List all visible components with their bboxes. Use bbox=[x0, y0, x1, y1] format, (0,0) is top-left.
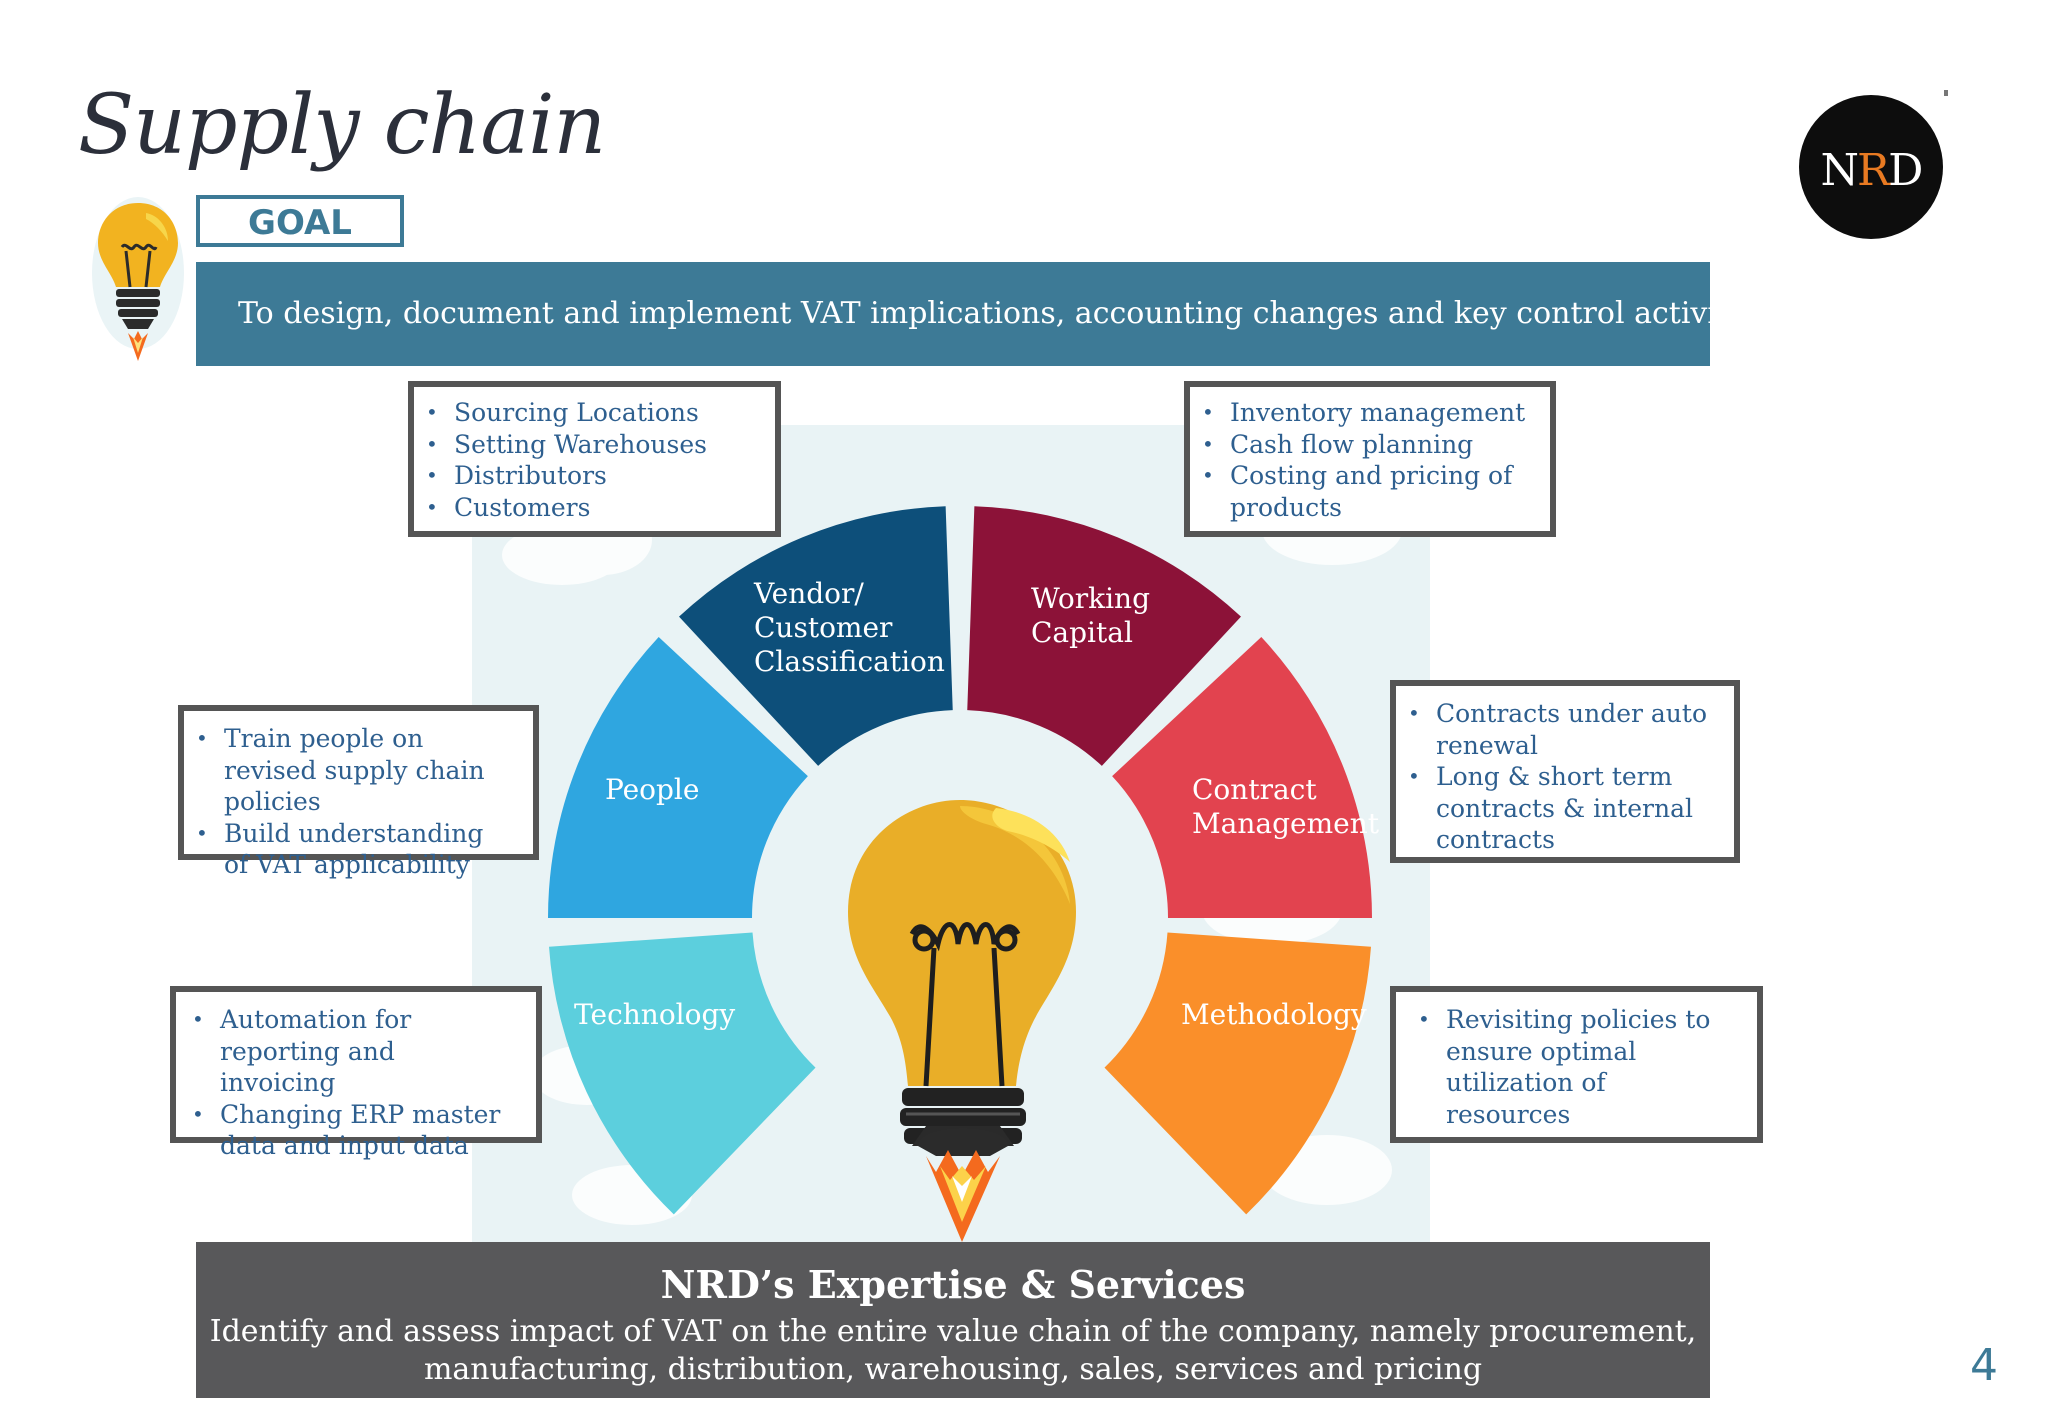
bullet-item: Revisiting policies to ensure optimal ut… bbox=[1406, 1004, 1733, 1130]
slide-title: Supply chain bbox=[78, 78, 606, 173]
bullet-item: Inventory management bbox=[1190, 397, 1550, 429]
segment-technology bbox=[549, 932, 816, 1215]
box-vendor-activities: Sourcing LocationsSetting WarehousesDist… bbox=[408, 381, 781, 537]
expertise-banner: NRD’s Expertise & Services Identify and … bbox=[196, 1242, 1710, 1398]
bullet-item: Train people on revised supply chain pol… bbox=[184, 723, 513, 818]
logo-letter-r: R bbox=[1857, 145, 1890, 196]
box-working-capital-activities: Inventory managementCash flow planningCo… bbox=[1184, 381, 1556, 537]
goal-statement: To design, document and implement VAT im… bbox=[238, 296, 1772, 331]
segment-label-line: Customer bbox=[754, 611, 893, 644]
segment-methodology bbox=[1104, 932, 1371, 1215]
bullet-item: Distributors bbox=[414, 460, 775, 492]
rocket-flame-icon bbox=[926, 1150, 1000, 1242]
segment-label-contract: Contract Management bbox=[1192, 773, 1379, 841]
segment-label-people: People bbox=[605, 773, 700, 806]
segment-working-capital bbox=[967, 506, 1241, 766]
segment-label-technology: Technology bbox=[574, 998, 736, 1031]
bullet-item: Sourcing Locations bbox=[414, 397, 775, 429]
corner-mark bbox=[1944, 90, 1948, 96]
goal-label: GOAL bbox=[248, 203, 352, 243]
segment-people bbox=[548, 637, 808, 918]
nrd-logo: NRD bbox=[1799, 95, 1943, 239]
page-number: 4 bbox=[1970, 1340, 1998, 1391]
box-methodology-activities: Revisiting policies to ensure optimal ut… bbox=[1390, 986, 1763, 1143]
central-lightbulb-icon bbox=[848, 800, 1076, 1156]
box-contract-activities: Contracts under auto renewalLong & short… bbox=[1390, 680, 1740, 863]
segment-vendor-classification bbox=[679, 506, 953, 766]
expertise-title: NRD’s Expertise & Services bbox=[660, 1262, 1246, 1307]
segment-label-line: Classification bbox=[754, 645, 945, 678]
segment-label-vendor: Vendor/ Customer Classification bbox=[754, 577, 945, 679]
segment-label-line: Contract bbox=[1192, 773, 1317, 806]
segment-label-line: Management bbox=[1192, 807, 1379, 840]
logo-letter-n: N bbox=[1820, 145, 1859, 196]
box-people-activities: Train people on revised supply chain pol… bbox=[178, 705, 539, 879]
rocket-bulb-icon bbox=[92, 197, 184, 361]
bullet-item: Changing ERP master data and input data bbox=[180, 1099, 516, 1162]
segment-label-line: Capital bbox=[1031, 616, 1133, 649]
bullet-item: Contracts under auto renewal bbox=[1396, 698, 1714, 761]
expertise-line: Identify and assess impact of VAT on the… bbox=[209, 1314, 1697, 1349]
bullet-item: Build understanding of VAT applicability bbox=[184, 818, 513, 881]
logo-letter-d: D bbox=[1888, 145, 1923, 196]
box-technology-activities: Automation for reporting and invoicingCh… bbox=[170, 986, 542, 1160]
bullet-item: Costing and pricing of products bbox=[1190, 460, 1550, 523]
segment-label-methodology: Methodology bbox=[1181, 998, 1367, 1031]
goal-banner: To design, document and implement VAT im… bbox=[196, 262, 1772, 366]
segment-label-working-capital: Working Capital bbox=[1031, 582, 1150, 650]
goal-label-box: GOAL bbox=[196, 195, 404, 247]
expertise-line: manufacturing, distribution, warehousing… bbox=[423, 1352, 1483, 1387]
expertise-description: Identify and assess impact of VAT on the… bbox=[196, 1313, 1710, 1389]
segment-label-line: Working bbox=[1031, 582, 1150, 615]
segment-label-line: Vendor/ bbox=[754, 577, 864, 610]
bullet-item: Automation for reporting and invoicing bbox=[180, 1004, 516, 1099]
bullet-item: Long & short term contracts & internal c… bbox=[1396, 761, 1714, 856]
bullet-item: Cash flow planning bbox=[1190, 429, 1550, 461]
segment-contract-management bbox=[1112, 637, 1372, 918]
bullet-item: Setting Warehouses bbox=[414, 429, 775, 461]
bullet-item: Customers bbox=[414, 492, 775, 524]
